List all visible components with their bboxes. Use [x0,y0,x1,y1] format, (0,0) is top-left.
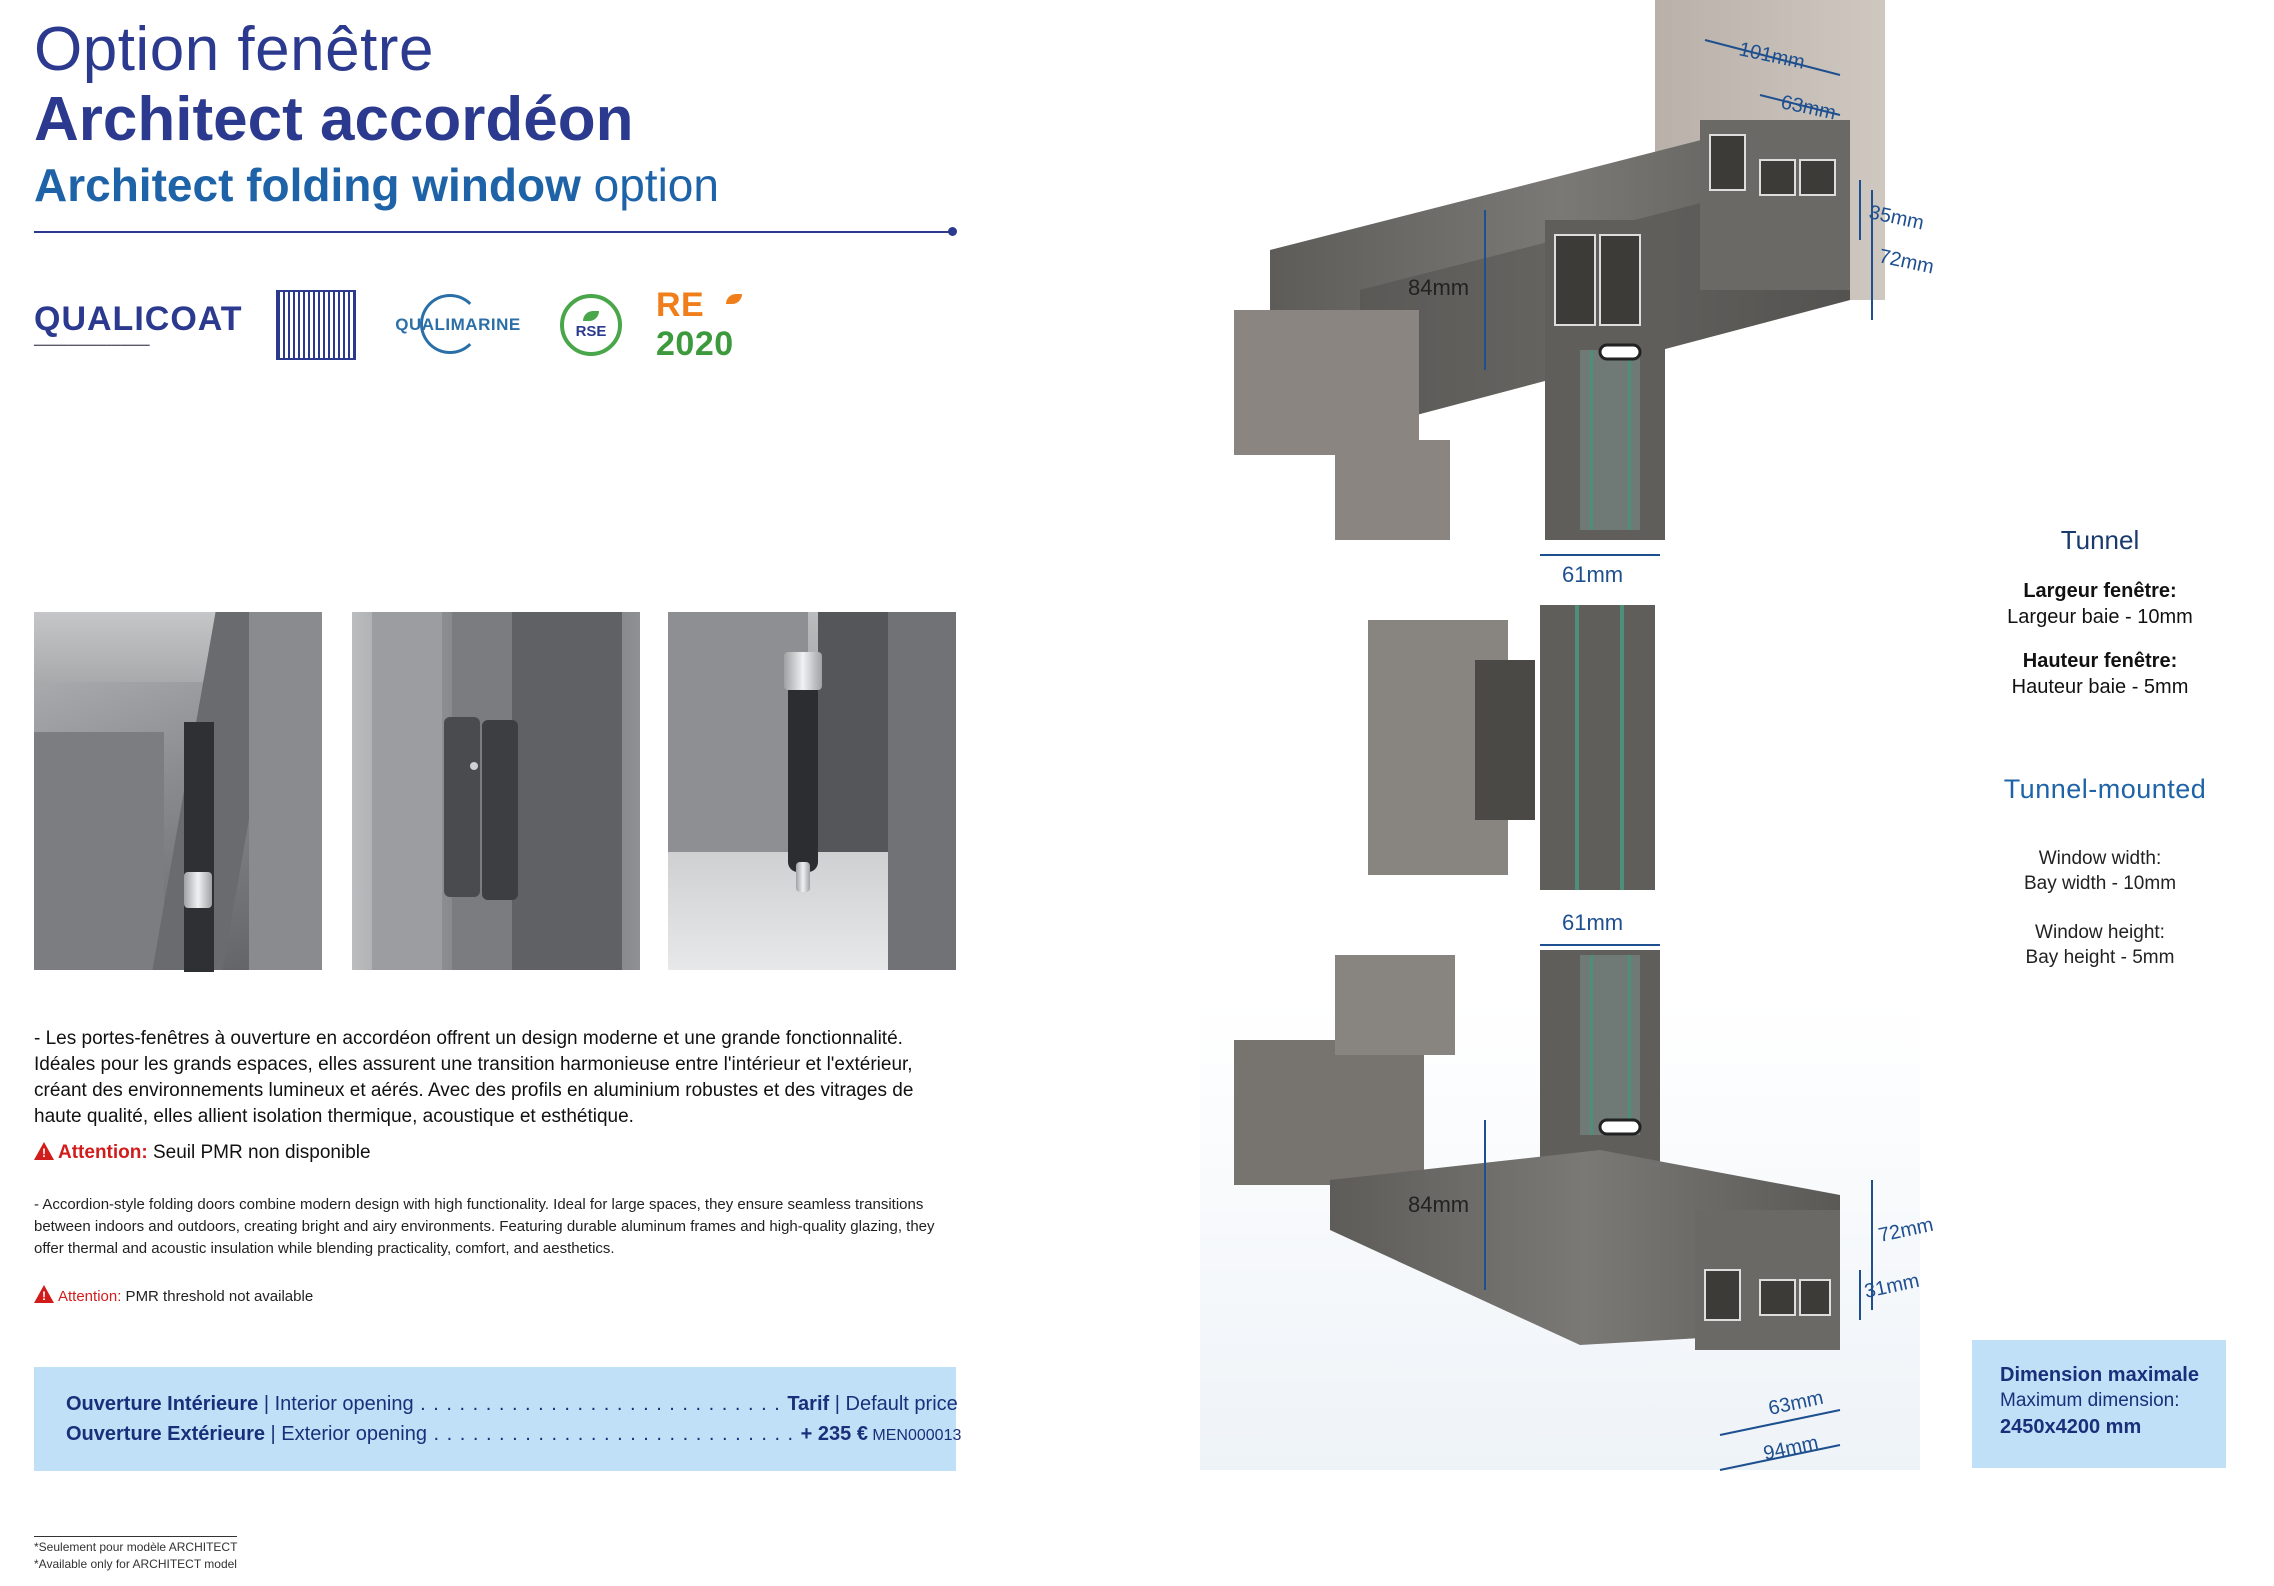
profile-cross-section-diagram: 101mm 63mm 35mm 72mm 84mm 61mm 61mm 84mm… [1200,0,1936,1471]
qualimarine-logo-text: QUALIMARINE [395,315,521,334]
bottom-interior-block-upper [1335,955,1455,1055]
title-en-light: option [593,159,719,211]
warning-icon: ! [34,1285,54,1303]
tunnel-en-height-value: Bay height - 5mm [2025,947,2175,968]
max-dimension-box: Dimension maximale Maximum dimension: 24… [1972,1340,2226,1468]
warning-en-text: PMR threshold not available [121,1288,314,1305]
warning-fr: !Attention: Seuil PMR non disponible [34,1142,371,1164]
pricing-row-exterior-value: + 235 € [800,1423,868,1445]
pricing-row-interior-label-fr: Ouverture Intérieure [66,1393,259,1415]
top-right-chamber-3 [1799,159,1836,196]
qualicoat-logo: QUALICOAT ━━━━━━━━━━━━━━━━━━━━━━━━ [34,290,244,360]
top-right-chamber-2 [1759,159,1796,196]
tunnel-fr-width-label: Largeur fenêtre: [2023,580,2177,602]
bottom-interior-block [1234,1040,1424,1185]
top-sash-interior-block-lower [1335,440,1450,540]
rse-logo-text: RSE [575,322,607,340]
top-sash-interior-block [1234,310,1419,455]
mid-sash [1540,605,1655,890]
photo-double-hinge [352,612,640,970]
rse-leaf-icon [583,310,599,321]
top-right-chamber-1 [1709,134,1746,191]
pricing-row-exterior: Ouverture Extérieure | Exterior opening … [66,1419,961,1451]
qualimarine-logo: QUALIMARINE [390,290,526,360]
bottom-right-chamber-1 [1704,1269,1741,1321]
max-dimension-label-en: Maximum dimension: [2000,1390,2180,1411]
tunnel-en-width-label: Window width: [2038,848,2162,869]
title-en-bold: Architect folding window [34,159,581,211]
pricing-row-exterior-label-fr: Ouverture Extérieure [66,1423,265,1445]
dimension-lines [1484,39,1873,1471]
qualanod-logo [276,290,356,360]
warning-fr-label: Attention: [58,1142,148,1163]
pricing-dots: . . . . . . . . . . . . . . . . . . . . … [413,1393,788,1415]
dim-84-bottom-label: 84mm [1408,1192,1469,1217]
pricing-dots: . . . . . . . . . . . . . . . . . . . . … [426,1423,801,1445]
pricing-row-exterior-label-en: | Exterior opening [264,1423,427,1445]
re2020-logo-text: RE 2020 [656,286,734,363]
dim-72-top-label: 72mm [1877,245,1936,278]
bottom-gasket [1598,1118,1642,1136]
top-sash-chamber-1 [1554,234,1596,326]
mid-hinge [1475,660,1535,820]
pricing-row-interior-value-en: | Default price [829,1393,958,1415]
pricing-box: Ouverture Intérieure | Interior opening … [34,1367,961,1471]
dim-61-bottom-label: 61mm [1562,910,1623,935]
dim-61-top-label: 61mm [1562,562,1623,587]
photo-pivot-bolt [668,612,956,970]
top-sash-chamber-2 [1599,234,1641,326]
description-en: - Accordion-style folding doors combine … [34,1196,935,1257]
qualimarine-wave-icon [420,294,480,354]
top-glass-line-2 [1628,350,1631,530]
re2020-leaf-icon [726,294,742,304]
photo-corner-hinge [34,612,322,972]
mid-glass-line-2 [1620,605,1624,890]
footnote-en: *Available only for ARCHITECT model [34,1557,237,1571]
tunnel-fr-height-label: Hauteur fenêtre: [2022,650,2178,672]
max-dimension-value: 2450x4200 mm [2000,1416,2142,1438]
bottom-glass-line-2 [1628,955,1631,1135]
tunnel-en-height-label: Window height: [2035,922,2165,943]
tunnel-fr-heading: Tunnel [2060,525,2140,555]
title-fr-light: Option fenêtre [34,15,434,84]
tunnel-fr-height-value: Hauteur baie - 5mm [2011,676,2189,698]
warning-icon: ! [34,1142,54,1160]
rse-logo: RSE [560,294,622,356]
qualicoat-logo-tagline: ━━━━━━━━━━━━━━━━━━━━━━━━ [34,341,150,350]
pricing-row-interior: Ouverture Intérieure | Interior opening … [66,1389,958,1419]
footnote-fr: *Seulement pour modèle ARCHITECT [34,1540,238,1554]
max-dimension-label-fr: Dimension maximale [2000,1364,2199,1386]
bottom-glass-line-1 [1590,955,1593,1135]
tunnel-en-heading: Tunnel-mounted [2003,774,2207,804]
top-gasket [1598,343,1642,361]
pricing-row-interior-label-en: | Interior opening [258,1393,414,1415]
footnote: *Seulement pour modèle ARCHITECT *Availa… [34,1536,238,1573]
re2020-logo: RE 2020 [656,286,786,363]
qualicoat-logo-text: QUALICOAT [34,300,243,338]
warning-en-label: Attention: [58,1288,122,1305]
tunnel-fr-width-value: Largeur baie - 10mm [2007,606,2193,628]
dim-84-top-label: 84mm [1408,275,1469,300]
pricing-row-exterior-code: MEN000013 [867,1427,962,1444]
dim-63-bottom-line [1719,1409,1841,1436]
mid-glass-line-1 [1575,605,1579,890]
warning-fr-text: Seuil PMR non disponible [147,1142,371,1163]
title-divider [34,231,952,233]
dim-101-line [1704,39,1841,76]
dim-63-top-line [1759,94,1841,116]
bottom-right-chamber-2 [1759,1279,1796,1316]
title-fr-bold: Architect accordéon [34,85,634,154]
warning-en: !Attention: PMR threshold not available [34,1285,313,1305]
description-fr: - Les portes-fenêtres à ouverture en acc… [34,1028,914,1127]
tunnel-en-width-value: Bay width - 10mm [2023,873,2177,894]
dim-94-line [1719,1444,1841,1471]
top-glass-line-1 [1590,350,1593,530]
bottom-right-chamber-3 [1799,1279,1831,1316]
pricing-row-interior-value-fr: Tarif [787,1393,830,1415]
title-en: Architect folding window option [34,158,719,212]
title-divider-dot [948,227,957,236]
